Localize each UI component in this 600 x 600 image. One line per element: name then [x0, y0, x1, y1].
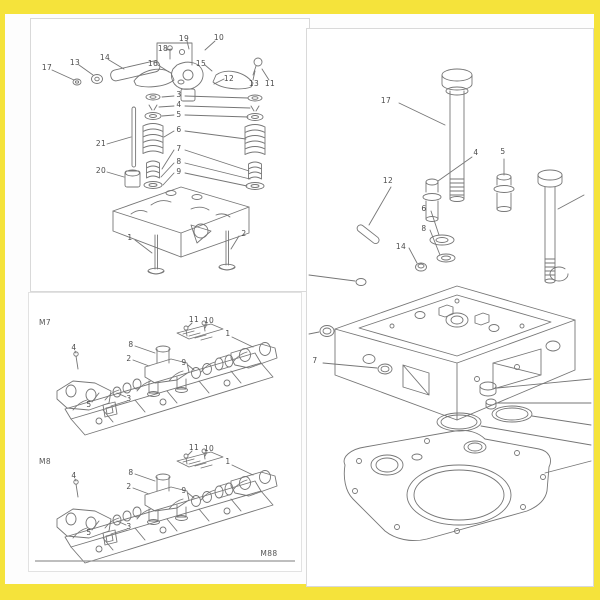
callout-label: 8 — [421, 224, 427, 233]
callout-label: 12 — [223, 74, 235, 83]
callout-label: 3 — [126, 522, 132, 531]
callout-label: 9 — [181, 358, 187, 367]
callout-label: 11 — [188, 315, 200, 324]
frame-right-bar — [594, 0, 600, 600]
callout-label: 13 — [69, 58, 81, 67]
frame-top-bar — [0, 0, 600, 14]
callout-label: 17 — [380, 96, 392, 105]
callout-label: 4 — [473, 148, 479, 157]
callout-label: 2 — [241, 229, 247, 238]
callout-label: 9 — [181, 486, 187, 495]
view-label: M88 — [260, 549, 278, 558]
callout-label: 10 — [213, 33, 225, 42]
callout-label: 7 — [176, 144, 182, 153]
callout-label: 2 — [126, 482, 132, 491]
callout-label: 1 — [225, 457, 231, 466]
callout-label: 4 — [176, 100, 182, 109]
callout-label: 12 — [382, 176, 394, 185]
callout-label: 13 — [248, 79, 260, 88]
frame-bottom-bar — [0, 584, 600, 600]
cylinder-head-diagram — [308, 68, 592, 542]
callout-label: 2 — [126, 354, 132, 363]
callout-label: 5 — [176, 110, 182, 119]
callout-label: 11 — [188, 443, 200, 452]
callout-label: 1 — [127, 233, 133, 242]
frame-left-bar — [0, 0, 5, 600]
callout-label: 8 — [128, 340, 134, 349]
callout-label: 10 — [203, 316, 215, 325]
callout-label: 21 — [95, 139, 107, 148]
callout-label: 11 — [264, 79, 276, 88]
manifold-diagram — [35, 320, 295, 564]
callout-label: 5 — [500, 147, 506, 156]
callout-label: 17 — [41, 63, 53, 72]
callout-label: 6 — [176, 125, 182, 134]
callout-label: 14 — [99, 53, 111, 62]
callout-label: 3 — [176, 90, 182, 99]
view-label: M7 — [38, 318, 52, 327]
callout-label: 4 — [71, 343, 77, 352]
valve-train-diagram — [51, 40, 270, 275]
callout-label: 4 — [71, 471, 77, 480]
callout-label: 15 — [195, 59, 207, 68]
callout-label: 10 — [203, 444, 215, 453]
callout-label: 19 — [178, 34, 190, 43]
callout-label: 8 — [176, 157, 182, 166]
cylinder-head-panel: 17 4 5 12 6 8 14 7 — [306, 28, 594, 587]
callout-label: 9 — [176, 167, 182, 176]
callout-label: 20 — [95, 166, 107, 175]
callout-label: 5 — [86, 528, 92, 537]
callout-label: 3 — [126, 394, 132, 403]
callout-label: 1 — [225, 329, 231, 338]
callout-label: 7 — [312, 356, 318, 365]
callout-label: 18 — [157, 44, 169, 53]
callout-label: 5 — [86, 400, 92, 409]
callout-label: 16 — [147, 59, 159, 68]
callout-label: 8 — [128, 468, 134, 477]
callout-label: 14 — [395, 242, 407, 251]
callout-label: 6 — [421, 204, 427, 213]
view-label: M8 — [38, 457, 52, 466]
